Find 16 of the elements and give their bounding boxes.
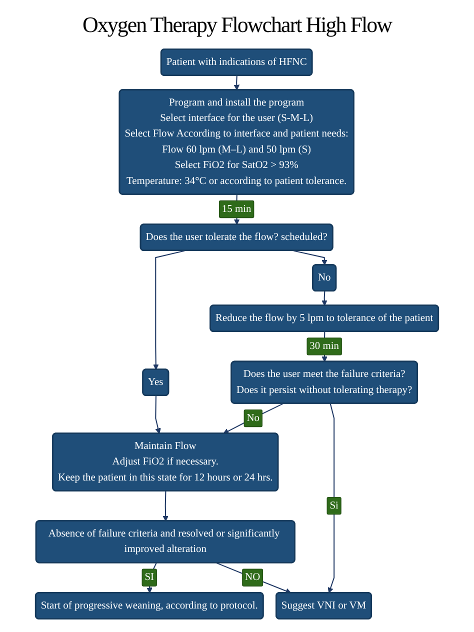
edge-label: SI xyxy=(142,568,157,586)
arrow xyxy=(322,291,328,306)
edge-label: NO xyxy=(242,568,264,586)
arrow xyxy=(223,403,284,434)
arrow xyxy=(155,396,161,434)
edge-label: No xyxy=(244,409,262,428)
arrow xyxy=(216,562,292,594)
arrow xyxy=(328,403,335,594)
arrow xyxy=(234,76,240,90)
arrow xyxy=(153,250,185,370)
edge-label: 30 min xyxy=(306,338,342,356)
arrow xyxy=(293,250,328,266)
edge-label: Si xyxy=(326,496,342,515)
edge-label: 15 min xyxy=(218,200,254,218)
arrow xyxy=(162,491,168,522)
title: Oxygen Therapy Flowchart High Flow xyxy=(82,12,392,38)
